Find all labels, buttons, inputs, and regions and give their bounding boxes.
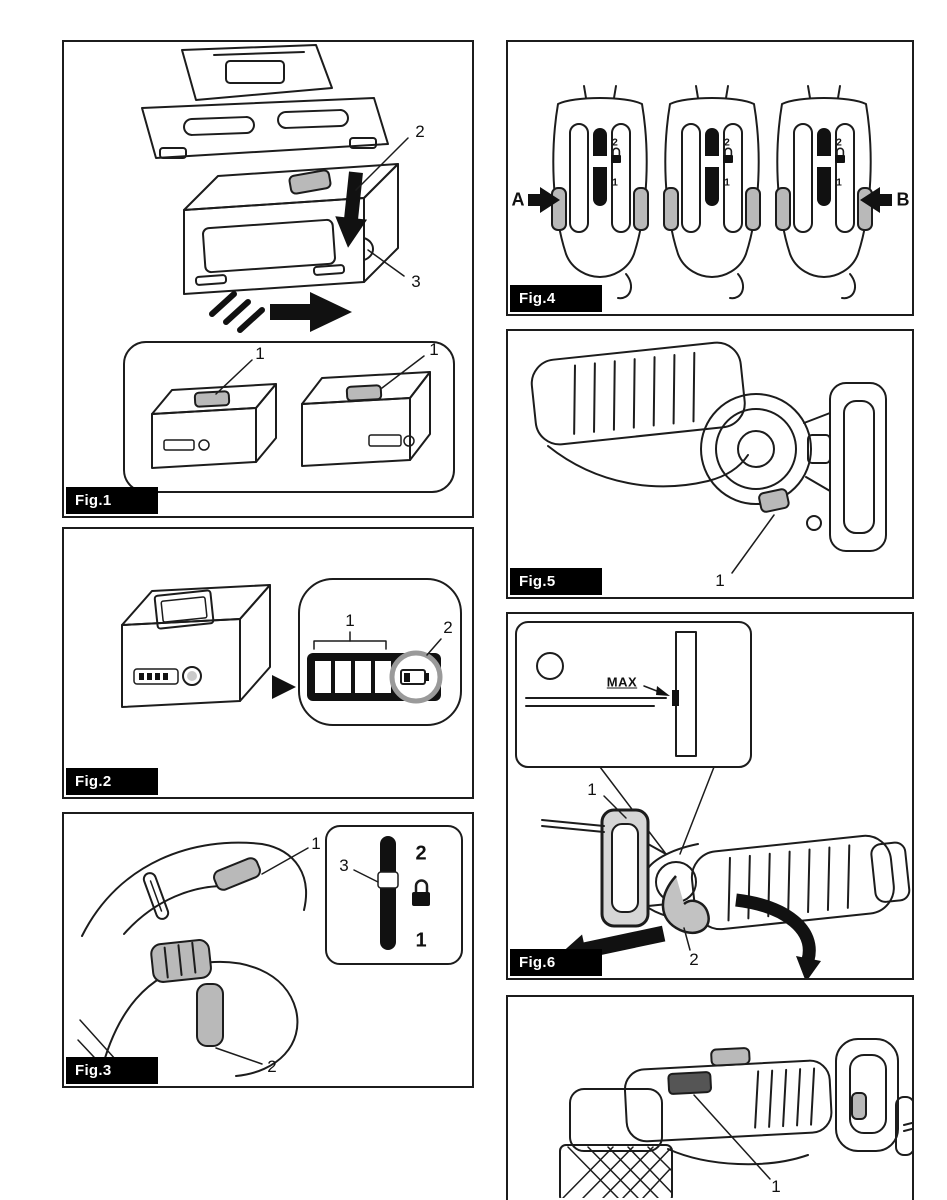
switch-position-1: 1 xyxy=(612,177,618,189)
fig3-illustration xyxy=(75,825,463,1083)
callout-2: 2 xyxy=(443,618,453,637)
leader-lines xyxy=(215,847,379,1065)
callout-a: A xyxy=(511,189,525,210)
figure-panel-4: A B 2 1 2 1 2 1 Fig.4 xyxy=(506,40,914,316)
pointer-arrow-icon xyxy=(272,675,296,699)
switch-slot xyxy=(380,836,396,950)
saw-tool-body xyxy=(141,44,389,159)
handle xyxy=(835,1038,899,1152)
fig1-illustration xyxy=(123,44,455,493)
fig2-illustration xyxy=(121,578,462,726)
lock-icon xyxy=(412,879,430,906)
indicator-lamp xyxy=(355,661,371,693)
figure-panel-6: MAX 1 2 Fig.6 xyxy=(506,612,914,980)
slide-direction-arrow-icon xyxy=(209,291,352,333)
shoe-lever xyxy=(661,875,710,935)
callout-1: 1 xyxy=(771,1177,781,1196)
leader-line xyxy=(731,514,775,574)
callout-3: 3 xyxy=(339,856,349,875)
arrow-a-icon xyxy=(528,187,560,213)
saw-front-end xyxy=(530,341,887,574)
indicator-lamp xyxy=(315,661,331,693)
figure-panel-2: 1 2 Fig.2 xyxy=(62,527,474,799)
leader-lines xyxy=(215,137,425,395)
figure-panel-7: 1 xyxy=(506,995,914,1200)
callout-1: 1 xyxy=(311,834,321,853)
fig5-illustration xyxy=(530,341,887,574)
switch-knob xyxy=(377,871,399,889)
shoe-release-button xyxy=(758,488,790,513)
figure-label: Fig.3 xyxy=(66,1057,158,1084)
figure-label: Fig.5 xyxy=(510,568,602,595)
max-arrow-icon xyxy=(656,686,670,696)
max-inset xyxy=(515,621,752,768)
callout-1: 1 xyxy=(587,780,597,799)
fig4-illustration xyxy=(528,85,892,300)
indicator-inset xyxy=(298,578,462,726)
callout-2: 2 xyxy=(689,950,699,969)
callout-1: 1 xyxy=(345,611,355,630)
speed-dial xyxy=(150,939,212,983)
switch-position-1: 1 xyxy=(836,177,842,189)
battery-slide-button xyxy=(193,390,231,408)
tool-top-view-middle xyxy=(663,85,761,300)
leader-lines xyxy=(603,795,691,951)
callout-2: 2 xyxy=(415,122,425,141)
arrow-b-icon xyxy=(860,187,892,213)
shoe xyxy=(829,382,887,552)
figure-label: Fig.2 xyxy=(66,768,158,795)
fig6-illustration xyxy=(515,621,911,978)
inset-box xyxy=(123,341,455,493)
fig7-illustration xyxy=(559,1038,912,1198)
battery-release-button xyxy=(288,169,332,195)
trigger xyxy=(851,1092,867,1120)
battery-right xyxy=(301,371,431,467)
hook-component xyxy=(667,1071,712,1095)
callout-2: 2 xyxy=(267,1057,277,1076)
callout-3: 3 xyxy=(411,272,421,291)
battery-slide-button xyxy=(345,384,383,402)
battery-icon xyxy=(400,669,429,685)
switch-position-1: 1 xyxy=(724,177,730,189)
callout-1: 1 xyxy=(255,344,265,363)
slide-switch xyxy=(213,857,261,891)
switch-inset xyxy=(325,825,463,965)
switch-position-1: 1 xyxy=(415,929,427,952)
battery-hatched xyxy=(559,1144,673,1198)
saw-top-view xyxy=(559,1038,912,1198)
figure-panel-1: 2 3 1 1 Fig.1 xyxy=(62,40,474,518)
switch-position-2: 2 xyxy=(415,842,427,865)
callout-1: 1 xyxy=(429,340,439,359)
switch-position-2: 2 xyxy=(836,137,842,149)
switch-position-2: 2 xyxy=(724,137,730,149)
press-down-arrow-icon xyxy=(335,171,368,248)
figure-label: Fig.6 xyxy=(510,949,602,976)
rotate-arrow-icon xyxy=(735,893,821,978)
switch-position-2: 2 xyxy=(612,137,618,149)
leader-line xyxy=(693,1094,771,1180)
tool-top-view-right xyxy=(775,85,873,300)
callout-b: B xyxy=(896,189,910,210)
battery-pack xyxy=(183,163,399,295)
tool-handle xyxy=(75,841,307,1083)
shoe xyxy=(541,808,650,928)
figure-label: Fig.1 xyxy=(66,487,158,514)
indicator-lamp xyxy=(375,661,391,693)
callout-1: 1 xyxy=(715,571,725,590)
figure-panel-5: 1 Fig.5 xyxy=(506,329,914,599)
battery-charger xyxy=(121,584,271,708)
indicator-lamp xyxy=(335,661,351,693)
battery-left xyxy=(151,383,277,469)
figure-panel-3: 1 2 3 2 1 Fig.3 xyxy=(62,812,474,1088)
tool-top-view-left xyxy=(551,85,649,300)
figure-label: Fig.4 xyxy=(510,285,602,312)
lock-off-button xyxy=(196,983,224,1047)
max-annotation: MAX xyxy=(606,674,638,690)
